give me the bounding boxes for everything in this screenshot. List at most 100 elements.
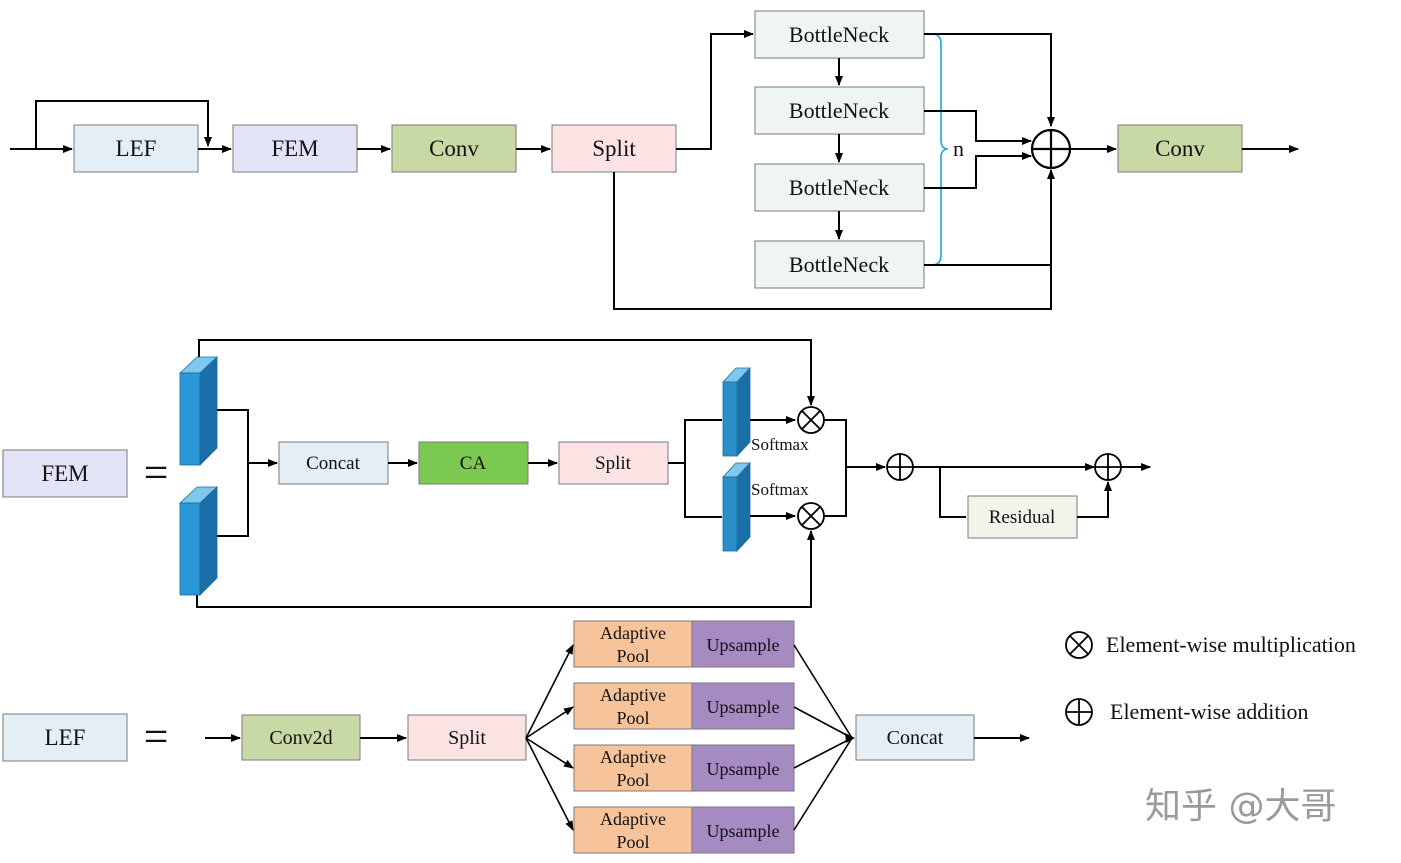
legend-add-label: Element-wise addition	[1110, 699, 1309, 724]
fan-in-3	[793, 737, 853, 769]
residual-in-line	[939, 467, 966, 518]
pool-label-1a: Adaptive	[600, 623, 666, 643]
lef-split-label: Split	[448, 727, 486, 749]
top-split-label: Split	[592, 136, 636, 161]
pool-label-3a: Adaptive	[600, 747, 666, 767]
pool-label-1b: Pool	[616, 646, 649, 666]
residual-out-arrow	[1077, 481, 1112, 518]
fem-equals-sign: =	[144, 448, 169, 497]
lef-title-block: LEF	[2, 713, 128, 762]
fem-concat-label: Concat	[306, 453, 361, 474]
split-bypass-connection	[613, 169, 1055, 310]
bn2-to-sum	[924, 110, 1032, 145]
fan-in-4	[793, 737, 853, 831]
lef-equals-sign: =	[144, 712, 169, 761]
bottleneck-label-4: BottleNeck	[789, 252, 889, 277]
lef-title-label: LEF	[45, 725, 86, 750]
fem-add-node-1	[886, 453, 914, 481]
fem-residual-block: Residual	[967, 495, 1078, 539]
fem-small-map-top	[722, 366, 751, 458]
fem-split-label: Split	[595, 453, 632, 474]
top-fem-block: FEM	[232, 124, 358, 173]
top-conv1-block: Conv	[391, 124, 517, 173]
fem-title-label: FEM	[41, 461, 88, 486]
fem-merge-lines	[217, 409, 249, 537]
bn3-to-sum	[924, 152, 1032, 189]
watermark: 知乎 @大哥	[1145, 786, 1336, 827]
lef-branch-1: Adaptive Pool Upsample	[573, 620, 795, 668]
lef-skip-connection	[35, 100, 212, 149]
fem-section: FEM = Concat CA	[2, 339, 1151, 608]
top-sum-node	[1030, 128, 1072, 170]
lef-concat-label: Concat	[887, 727, 944, 749]
upsample-label-4: Upsample	[707, 821, 780, 841]
top-lef-block: LEF	[73, 124, 199, 173]
fem-mult-node-bottom	[797, 502, 825, 530]
top-conv2-label: Conv	[1155, 136, 1205, 161]
fem-feature-map-bottom	[178, 486, 219, 596]
lef-section: LEF = Conv2d Split Adaptive Pool Upsampl…	[2, 620, 1030, 854]
top-fem-label: FEM	[271, 136, 318, 161]
bottleneck-label-1: BottleNeck	[789, 22, 889, 47]
fan-in-arrowhead	[845, 733, 855, 743]
fem-softmax-top-label: Softmax	[751, 435, 809, 454]
pool-label-4b: Pool	[616, 832, 649, 852]
fem-concat-block: Concat	[278, 441, 389, 485]
upsample-label-1: Upsample	[707, 635, 780, 655]
lef-branch-4: Adaptive Pool Upsample	[573, 806, 795, 854]
bn1-to-sum	[924, 33, 1055, 127]
fan-out-2	[525, 706, 574, 739]
lef-concat-block: Concat	[855, 714, 975, 761]
top-pipeline: LEF FEM Conv Split BottleNeck Bottl	[10, 10, 1299, 310]
bottleneck-label-2: BottleNeck	[789, 98, 889, 123]
lef-conv2d-block: Conv2d	[241, 714, 361, 761]
lef-conv2d-label: Conv2d	[269, 727, 332, 749]
fem-softmax-bottom-label: Softmax	[751, 480, 809, 499]
top-conv2-block: Conv	[1117, 124, 1243, 173]
pool-label-2a: Adaptive	[600, 685, 666, 705]
pool-label-4a: Adaptive	[600, 809, 666, 829]
legend-mult-label: Element-wise multiplication	[1106, 632, 1356, 657]
fan-out-4	[525, 737, 574, 831]
fan-in-1	[793, 644, 853, 739]
upsample-label-2: Upsample	[707, 697, 780, 717]
top-lef-label: LEF	[116, 136, 157, 161]
fem-bottom-skip	[196, 530, 815, 608]
fem-add-node-2	[1094, 453, 1122, 481]
fan-out-3	[525, 737, 574, 769]
fem-ca-block: CA	[418, 441, 529, 485]
fem-residual-label: Residual	[989, 507, 1056, 528]
fan-in-2	[793, 706, 853, 739]
lef-split-block: Split	[407, 714, 527, 761]
fem-split-branch-top	[668, 419, 722, 464]
lef-branch-3: Adaptive Pool Upsample	[573, 744, 795, 792]
arrow-split-bottleneck	[676, 30, 754, 150]
bottleneck-label-3: BottleNeck	[789, 175, 889, 200]
pool-label-3b: Pool	[616, 770, 649, 790]
fan-out-1	[525, 644, 574, 739]
fem-top-skip	[198, 339, 815, 406]
fem-split-branch-bottom	[684, 463, 722, 518]
top-split-block: Split	[551, 124, 677, 173]
bottleneck-block-2: BottleNeck	[754, 86, 925, 135]
legend: Element-wise multiplication Element-wise…	[1065, 631, 1356, 726]
pool-label-2b: Pool	[616, 708, 649, 728]
fem-mult-node-top	[797, 406, 825, 434]
fem-title-block: FEM	[2, 449, 128, 498]
fem-feature-map-top	[178, 356, 219, 466]
repeat-brace	[931, 33, 949, 266]
lef-branch-2: Adaptive Pool Upsample	[573, 682, 795, 730]
bottleneck-block-4: BottleNeck	[754, 240, 925, 289]
bottleneck-block-3: BottleNeck	[754, 163, 925, 212]
multiplication-icon	[1065, 631, 1093, 659]
fem-small-map-bottom	[722, 461, 751, 553]
top-conv1-label: Conv	[429, 136, 479, 161]
addition-icon	[1065, 698, 1093, 726]
upsample-label-3: Upsample	[707, 759, 780, 779]
fem-ca-label: CA	[460, 453, 487, 474]
repeat-n-label: n	[953, 136, 964, 161]
fem-split-block: Split	[558, 441, 669, 485]
bottleneck-block-1: BottleNeck	[754, 10, 925, 59]
fem-mult-merge	[824, 419, 847, 517]
